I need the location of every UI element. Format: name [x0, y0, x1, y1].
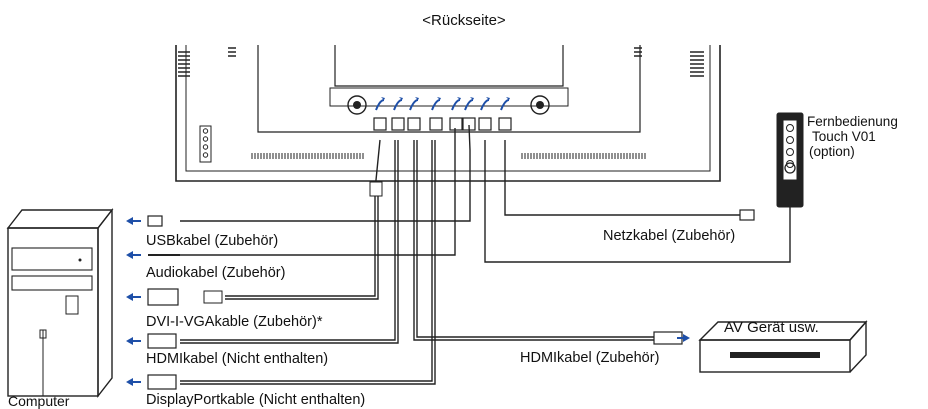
input-jack [429, 117, 443, 131]
insert-arrow-head [437, 97, 441, 100]
monitor-rear-panel [175, 45, 721, 182]
cable-displayport [180, 140, 433, 382]
monitor-top-recess [334, 45, 564, 87]
front-ports [65, 295, 79, 315]
side-button [202, 128, 209, 134]
cable-displayport-outer [180, 140, 436, 385]
insert-arrow [375, 99, 385, 111]
computer-tower [6, 207, 114, 399]
remote-button [786, 148, 794, 156]
terminal-block [329, 87, 569, 107]
monitor-outline [175, 45, 721, 182]
mount-screw-center [536, 101, 544, 109]
insert-arrow-head [486, 97, 490, 100]
remote-button [786, 136, 794, 144]
drive-bay [11, 247, 93, 271]
hdmi-pc-cable-label: HDMIkabel (Nicht enthalten) [146, 351, 328, 367]
remote-button [786, 124, 794, 132]
monitor-center-panel [257, 45, 641, 133]
computer-side [97, 207, 113, 399]
hdmi-av-cable-label: HDMIkabel (Zubehör) [520, 350, 659, 366]
cable-hdmi-pc [180, 140, 396, 341]
side-button [202, 144, 209, 150]
audio-cable-label: Audiokabel (Zubehör) [146, 265, 285, 281]
av-slot [730, 352, 820, 358]
side-button [202, 136, 209, 142]
page-title: <Rückseite> [422, 12, 506, 29]
connector-icons [126, 181, 755, 390]
computer-label: Computer [8, 393, 70, 409]
input-jack [391, 117, 405, 131]
cable-hdmi-av-outer [416, 140, 654, 338]
arrow-left-icon [126, 217, 141, 225]
usb-cable-label: USBkabel (Zubehör) [146, 233, 278, 249]
insert-arrow-head [457, 97, 461, 100]
remote-label-line1: Fernbedienung [807, 114, 898, 129]
insert-arrow [393, 99, 403, 111]
insert-arrow-head [381, 97, 385, 100]
mount-screw [347, 95, 367, 115]
arrow-right-icon [677, 334, 690, 342]
insert-arrow-head [415, 97, 419, 100]
insert-arrow [451, 99, 461, 111]
monitor-inner-outline [185, 45, 711, 172]
cable-lines [180, 124, 791, 385]
drive-led [78, 258, 82, 262]
arrow-left-icon [126, 378, 141, 386]
input-jack [498, 117, 512, 131]
arrow-left-icon [126, 337, 141, 345]
remote-label-line2: Touch V01 [812, 129, 876, 144]
insert-arrow [409, 99, 419, 111]
usb-plug-icon [147, 215, 163, 227]
av-side [849, 320, 867, 373]
av-device [698, 320, 868, 373]
computer-top [6, 209, 114, 229]
ferrite-core [203, 290, 223, 304]
side-button-panel [199, 125, 212, 163]
cable-power [504, 140, 740, 216]
insert-arrow [464, 99, 474, 111]
vga-plug-icon [147, 288, 179, 306]
displayport-plug-icon [147, 374, 177, 390]
vga-ferrite [369, 181, 383, 197]
av-device-label: AV Gerät usw. [724, 319, 819, 336]
power-cable-label: Netzkabel (Zubehör) [603, 228, 735, 244]
cable-usb [180, 124, 471, 222]
arrow-left-icon [126, 251, 141, 259]
input-jack [478, 117, 492, 131]
cable-remote [484, 140, 791, 263]
input-jack [373, 117, 387, 131]
insert-arrow [500, 99, 510, 111]
av-front [699, 339, 851, 373]
cable-audio [180, 128, 456, 256]
remote-control [776, 112, 804, 208]
insert-arrow [431, 99, 441, 111]
vent-slots [178, 47, 704, 77]
hdmi-plug-icon [147, 333, 177, 349]
insert-arrow [480, 99, 490, 111]
input-jack [407, 117, 421, 131]
computer-front [7, 227, 99, 397]
dvi-vga-cable-label: DVI-I-VGAkable (Zubehör)* [146, 314, 323, 330]
power-plug-icon [739, 209, 755, 221]
cable-vga [225, 139, 381, 297]
cable-hdmi-pc-outer [180, 140, 399, 344]
mount-screw [530, 95, 550, 115]
remote-label-line3: (option) [809, 144, 855, 159]
side-button [202, 152, 209, 158]
power-button [39, 329, 47, 339]
insert-arrow-head [470, 97, 474, 100]
arrow-left-icon [126, 293, 141, 301]
mount-screw-center [353, 101, 361, 109]
remote-power-button [784, 162, 796, 174]
cable-vga-outer [225, 190, 379, 300]
remote-face [782, 119, 798, 181]
insert-arrow-head [399, 97, 403, 100]
displayport-cable-label: DisplayPortkable (Nicht enthalten) [146, 392, 365, 408]
cable-hdmi-av [413, 140, 654, 341]
drive-bay [11, 275, 93, 291]
input-jack [449, 117, 463, 131]
insert-arrow-head [506, 97, 510, 100]
